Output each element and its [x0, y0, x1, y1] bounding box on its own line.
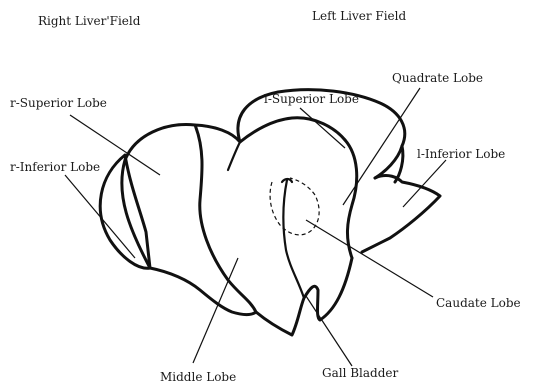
inner-seam-center	[283, 180, 304, 298]
l-inferior-lobe-shape	[362, 175, 440, 252]
inner-seam-left	[228, 142, 240, 170]
label-r-inferior-lobe: r-Inferior Lobe	[10, 160, 100, 174]
r-superior-lobe-shape	[122, 118, 345, 268]
leader-gall-bladder	[306, 296, 352, 366]
leader-l-superior	[300, 108, 345, 148]
label-r-superior-lobe: r-Superior Lobe	[10, 96, 107, 110]
label-gall-bladder: Gall Bladder	[322, 366, 399, 380]
left-liver-field-label: Left Liver Field	[312, 9, 406, 23]
label-caudate-lobe: Caudate Lobe	[436, 296, 521, 310]
label-l-superior-lobe: l-Superior Lobe	[264, 92, 359, 106]
label-quadrate-lobe: Quadrate Lobe	[392, 71, 483, 85]
liver-outline	[100, 90, 440, 335]
gall-bladder-dashed-outline	[270, 178, 319, 235]
leader-caudate	[306, 220, 433, 297]
label-l-inferior-lobe: l-Inferior Lobe	[417, 147, 505, 161]
leader-r-inferior	[65, 175, 135, 258]
right-liver-field-label: Right Liver'Field	[38, 14, 141, 28]
label-middle-lobe: Middle Lobe	[160, 370, 236, 384]
